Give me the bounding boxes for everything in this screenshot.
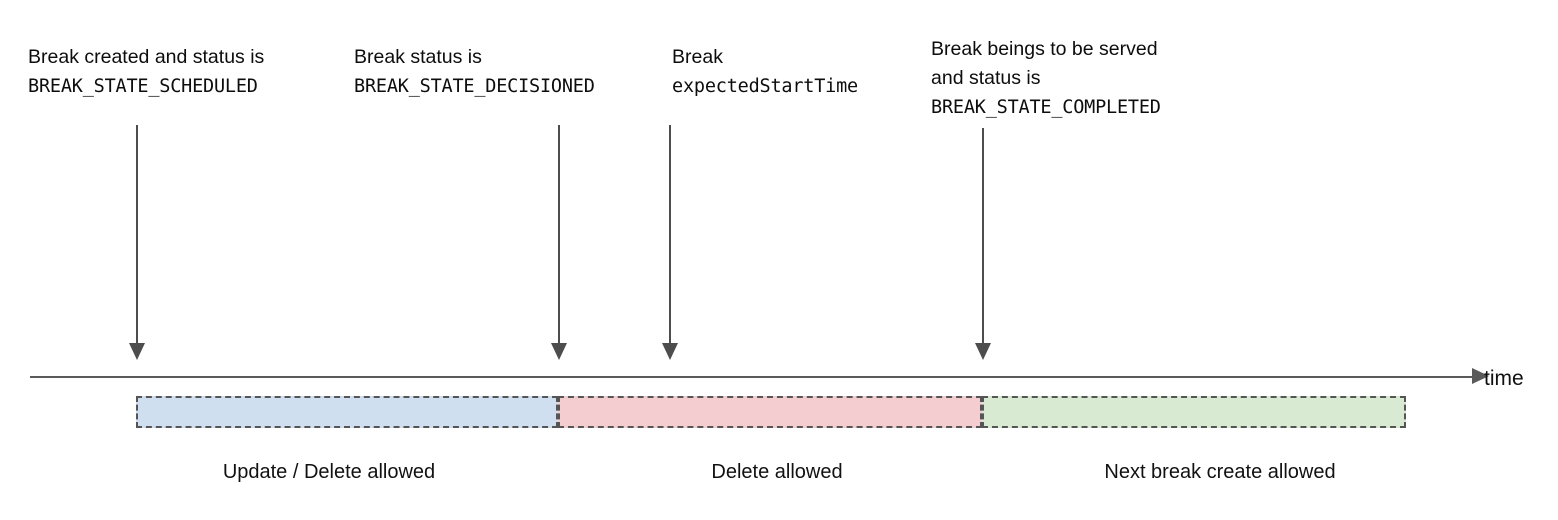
arrow-down-icon — [128, 343, 145, 360]
time-axis-line — [30, 376, 1472, 378]
event-label-line: expectedStartTime — [672, 76, 858, 97]
event-label-expected-start-time: Break expectedStartTime — [672, 43, 858, 101]
phase-caption-next-break-create: Next break create allowed — [1104, 461, 1336, 483]
event-label-scheduled: Break created and status is BREAK_STATE_S… — [28, 43, 264, 101]
event-label-line: BREAK_STATE_DECISIONED — [354, 76, 595, 97]
arrow-right-icon — [1472, 368, 1489, 385]
event-arrow-line — [669, 125, 671, 345]
event-label-completed: Break beings to be served and status is BR… — [931, 35, 1161, 122]
arrow-down-icon — [550, 343, 567, 360]
event-label-line: Break created and status is — [28, 46, 265, 68]
event-label-line: Break — [672, 46, 723, 68]
phase-caption-update-delete: Update / Delete allowed — [222, 461, 436, 483]
event-arrow-line — [136, 125, 138, 345]
arrow-down-icon — [974, 343, 991, 360]
phase-bar-delete-only — [558, 396, 982, 428]
event-label-line: Break beings to be served — [931, 38, 1158, 60]
event-label-line: BREAK_STATE_COMPLETED — [931, 97, 1161, 118]
phase-bar-next-break-create — [982, 396, 1406, 428]
event-arrow-line — [982, 128, 984, 345]
event-label-line: and status is — [931, 67, 1041, 89]
event-arrow-line — [558, 125, 560, 345]
phase-caption-delete-only: Delete allowed — [711, 461, 843, 483]
phase-bar-update-delete — [136, 396, 558, 428]
arrow-down-icon — [661, 343, 678, 360]
event-label-line: BREAK_STATE_SCHEDULED — [28, 76, 258, 97]
event-label-line: Break status is — [354, 46, 482, 68]
time-axis-label: time — [1484, 367, 1524, 390]
event-label-decisioned: Break status is BREAK_STATE_DECISIONED — [354, 43, 595, 101]
